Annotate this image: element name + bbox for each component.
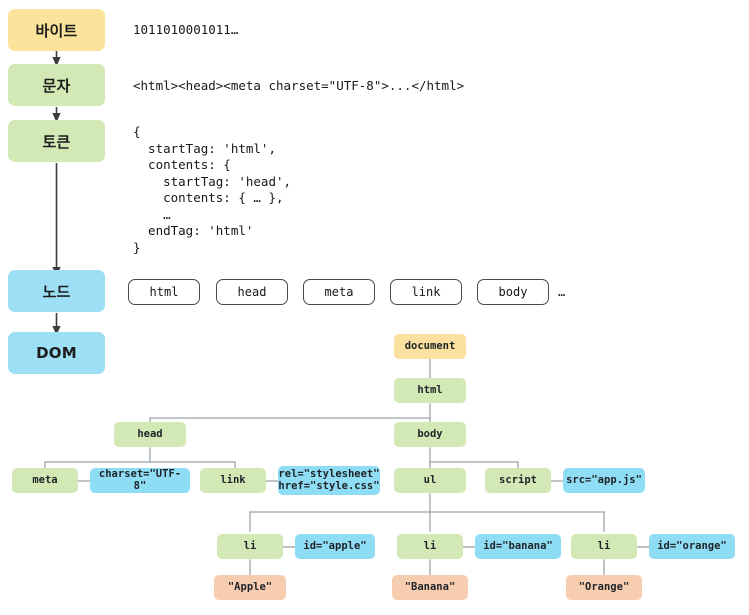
node-chip-html[interactable]: html [128,279,200,305]
dom-node-li-banana[interactable]: li [397,534,463,559]
dom-node-head[interactable]: head [114,422,186,447]
dom-node-li-orange[interactable]: li [571,534,637,559]
stage-box-tokens: 토큰 [8,120,105,162]
stage-label: 노드 [42,282,71,301]
bytes-content: 1011010001011… [133,22,239,37]
dom-node-html[interactable]: html [394,378,466,403]
stage-box-characters: 문자 [8,64,105,106]
dom-node-li-apple[interactable]: li [217,534,283,559]
node-chip-meta[interactable]: meta [303,279,375,305]
dom-attr-script-src[interactable]: src="app.js" [563,468,645,493]
stage-label: DOM [36,344,77,362]
stage-box-bytes: 바이트 [8,9,105,51]
dom-attr-li-banana-id[interactable]: id="banana" [475,534,561,559]
dom-node-meta[interactable]: meta [12,468,78,493]
dom-text-banana[interactable]: "Banana" [392,575,468,600]
stage-label: 문자 [42,76,71,95]
stage-box-dom: DOM [8,332,105,374]
stage-box-nodes: 노드 [8,270,105,312]
dom-attr-link-href: href="style.css" [278,479,380,492]
characters-content: <html><head><meta charset="UTF-8">...</h… [133,78,465,93]
dom-node-script[interactable]: script [485,468,551,493]
node-chip-head[interactable]: head [216,279,288,305]
dom-node-link[interactable]: link [200,468,266,493]
dom-text-apple[interactable]: "Apple" [214,575,286,600]
dom-node-body[interactable]: body [394,422,466,447]
stage-label: 토큰 [42,132,71,151]
node-chip-body[interactable]: body [477,279,549,305]
node-chip-link[interactable]: link [390,279,462,305]
dom-node-ul[interactable]: ul [394,468,466,493]
tokens-content: { startTag: 'html', contents: { startTag… [133,124,292,255]
dom-attr-li-orange-id[interactable]: id="orange" [649,534,735,559]
node-chip-ellipsis: … [558,285,566,299]
dom-text-orange[interactable]: "Orange" [566,575,642,600]
dom-attr-li-apple-id[interactable]: id="apple" [295,534,375,559]
stage-label: 바이트 [35,21,78,40]
dom-attr-link[interactable]: rel="stylesheet" href="style.css" [278,466,380,495]
dom-attr-meta-charset[interactable]: charset="UTF-8" [90,468,190,493]
dom-node-document[interactable]: document [394,334,466,359]
dom-attr-link-rel: rel="stylesheet" [278,468,380,480]
